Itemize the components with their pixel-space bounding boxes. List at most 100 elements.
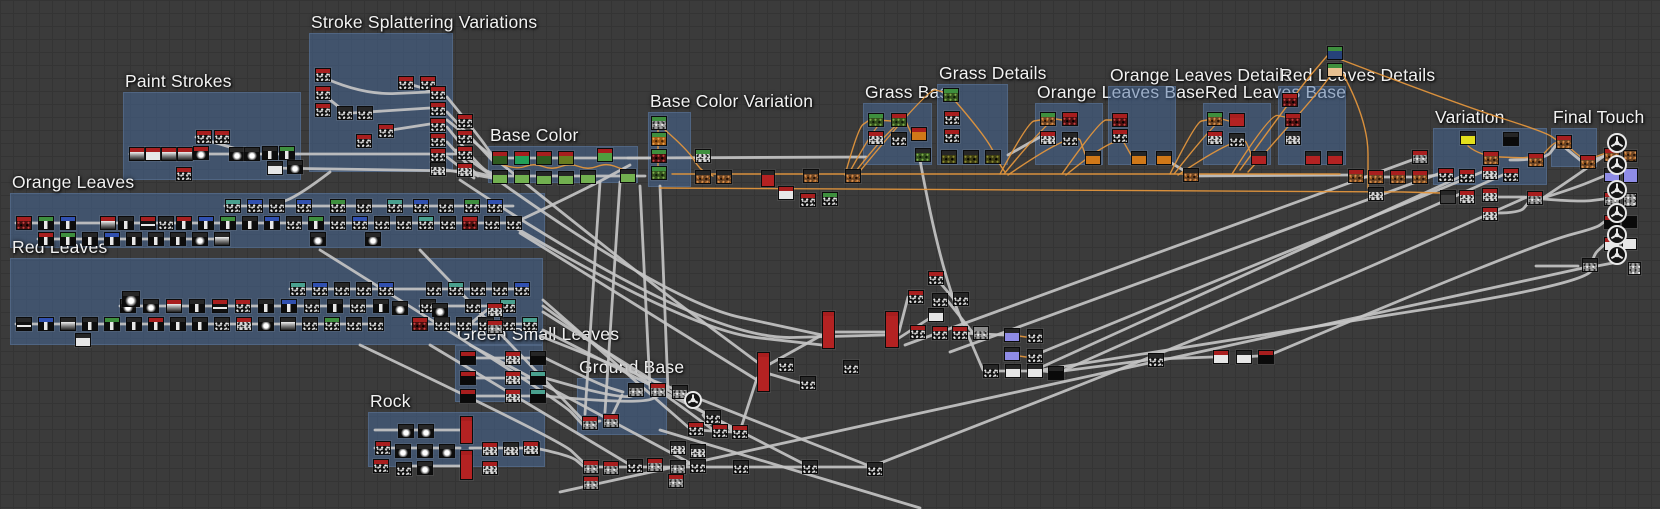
graph-node[interactable]	[457, 163, 473, 177]
graph-node[interactable]	[38, 216, 54, 230]
graph-node[interactable]	[944, 129, 960, 143]
graph-node[interactable]	[628, 383, 644, 397]
graph-node[interactable]	[1258, 350, 1274, 364]
graph-node[interactable]	[1327, 46, 1343, 60]
graph-node[interactable]	[229, 147, 245, 161]
graph-node[interactable]	[891, 113, 907, 127]
graph-node[interactable]	[530, 351, 546, 365]
graph-node[interactable]	[1623, 168, 1638, 183]
graph-node[interactable]	[60, 317, 76, 331]
graph-node[interactable]	[712, 424, 728, 438]
graph-node[interactable]	[1580, 155, 1596, 169]
graph-node[interactable]	[803, 169, 819, 183]
graph-node[interactable]	[915, 148, 931, 162]
graph-node[interactable]	[985, 150, 1001, 164]
graph-node[interactable]	[1229, 133, 1245, 147]
graph-node[interactable]	[1305, 151, 1321, 165]
graph-node[interactable]	[430, 86, 446, 100]
graph-node[interactable]	[1503, 168, 1519, 182]
graph-node[interactable]	[247, 199, 263, 213]
graph-node[interactable]	[398, 424, 414, 438]
graph-node[interactable]	[170, 317, 186, 331]
graph-node[interactable]	[244, 147, 260, 161]
graph-node[interactable]	[82, 317, 98, 331]
graph-node[interactable]	[140, 216, 156, 230]
graph-node[interactable]	[1285, 131, 1301, 145]
graph-node[interactable]	[1482, 207, 1498, 221]
graph-node[interactable]	[430, 118, 446, 132]
graph-node[interactable]	[672, 385, 688, 399]
graph-node[interactable]	[177, 147, 193, 161]
graph-node[interactable]	[258, 299, 274, 313]
graph-node[interactable]	[1623, 193, 1637, 207]
graph-node[interactable]	[973, 326, 989, 340]
graph-node[interactable]	[122, 291, 140, 307]
graph-node[interactable]	[932, 293, 948, 307]
graph-node[interactable]	[430, 162, 446, 176]
graph-node[interactable]	[867, 462, 883, 476]
graph-node[interactable]	[484, 216, 500, 230]
graph-node[interactable]	[308, 216, 324, 230]
graph-node[interactable]	[464, 199, 480, 213]
graph-node[interactable]	[983, 364, 999, 378]
graph-node[interactable]	[1412, 170, 1428, 184]
graph-node[interactable]	[460, 416, 473, 444]
graph-node[interactable]	[214, 232, 230, 246]
graph-node[interactable]	[337, 106, 353, 120]
output-node-icon[interactable]	[1606, 132, 1628, 154]
graph-node[interactable]	[1412, 150, 1428, 164]
graph-node[interactable]	[1459, 190, 1475, 204]
graph-node[interactable]	[953, 292, 969, 306]
graph-node[interactable]	[420, 76, 436, 90]
graph-node[interactable]	[418, 216, 434, 230]
graph-node[interactable]	[928, 271, 944, 285]
graph-node[interactable]	[334, 282, 350, 296]
graph-node[interactable]	[620, 169, 636, 183]
graph-node[interactable]	[1148, 353, 1164, 367]
graph-node[interactable]	[417, 461, 433, 475]
graph-node[interactable]	[522, 317, 538, 331]
graph-node[interactable]	[651, 116, 667, 130]
graph-node[interactable]	[126, 317, 142, 331]
graph-node[interactable]	[396, 462, 412, 476]
graph-node[interactable]	[1207, 131, 1223, 145]
graph-node[interactable]	[733, 460, 749, 474]
graph-node[interactable]	[330, 216, 346, 230]
graph-node[interactable]	[378, 124, 394, 138]
graph-node[interactable]	[60, 216, 76, 230]
graph-node[interactable]	[176, 216, 192, 230]
graph-node[interactable]	[941, 150, 957, 164]
graph-node[interactable]	[911, 127, 927, 141]
graph-node[interactable]	[212, 299, 228, 313]
graph-node[interactable]	[161, 147, 177, 161]
graph-node[interactable]	[104, 232, 120, 246]
graph-node[interactable]	[530, 389, 546, 403]
graph-node[interactable]	[943, 88, 959, 102]
graph-node[interactable]	[1459, 169, 1475, 183]
graph-node[interactable]	[732, 425, 748, 439]
graph-node[interactable]	[457, 146, 473, 160]
graph-node[interactable]	[396, 216, 412, 230]
graph-node[interactable]	[460, 351, 476, 365]
graph-node[interactable]	[75, 333, 91, 347]
graph-node[interactable]	[356, 199, 372, 213]
graph-node[interactable]	[1285, 113, 1301, 127]
graph-node[interactable]	[16, 317, 32, 331]
graph-node[interactable]	[1527, 191, 1543, 205]
graph-node[interactable]	[145, 147, 161, 161]
graph-node[interactable]	[845, 169, 861, 183]
graph-node[interactable]	[356, 134, 372, 148]
frame-paint-strokes[interactable]: Paint Strokes	[123, 71, 301, 180]
graph-node[interactable]	[558, 171, 574, 185]
graph-node[interactable]	[352, 216, 368, 230]
graph-node[interactable]	[170, 232, 186, 246]
graph-node[interactable]	[304, 299, 320, 313]
graph-node[interactable]	[963, 150, 979, 164]
graph-node[interactable]	[597, 148, 613, 162]
graph-node[interactable]	[1528, 153, 1544, 167]
graph-node[interactable]	[506, 216, 522, 230]
graph-node[interactable]	[104, 317, 120, 331]
graph-node[interactable]	[100, 216, 116, 230]
graph-node[interactable]	[1368, 170, 1384, 184]
graph-node[interactable]	[264, 216, 280, 230]
